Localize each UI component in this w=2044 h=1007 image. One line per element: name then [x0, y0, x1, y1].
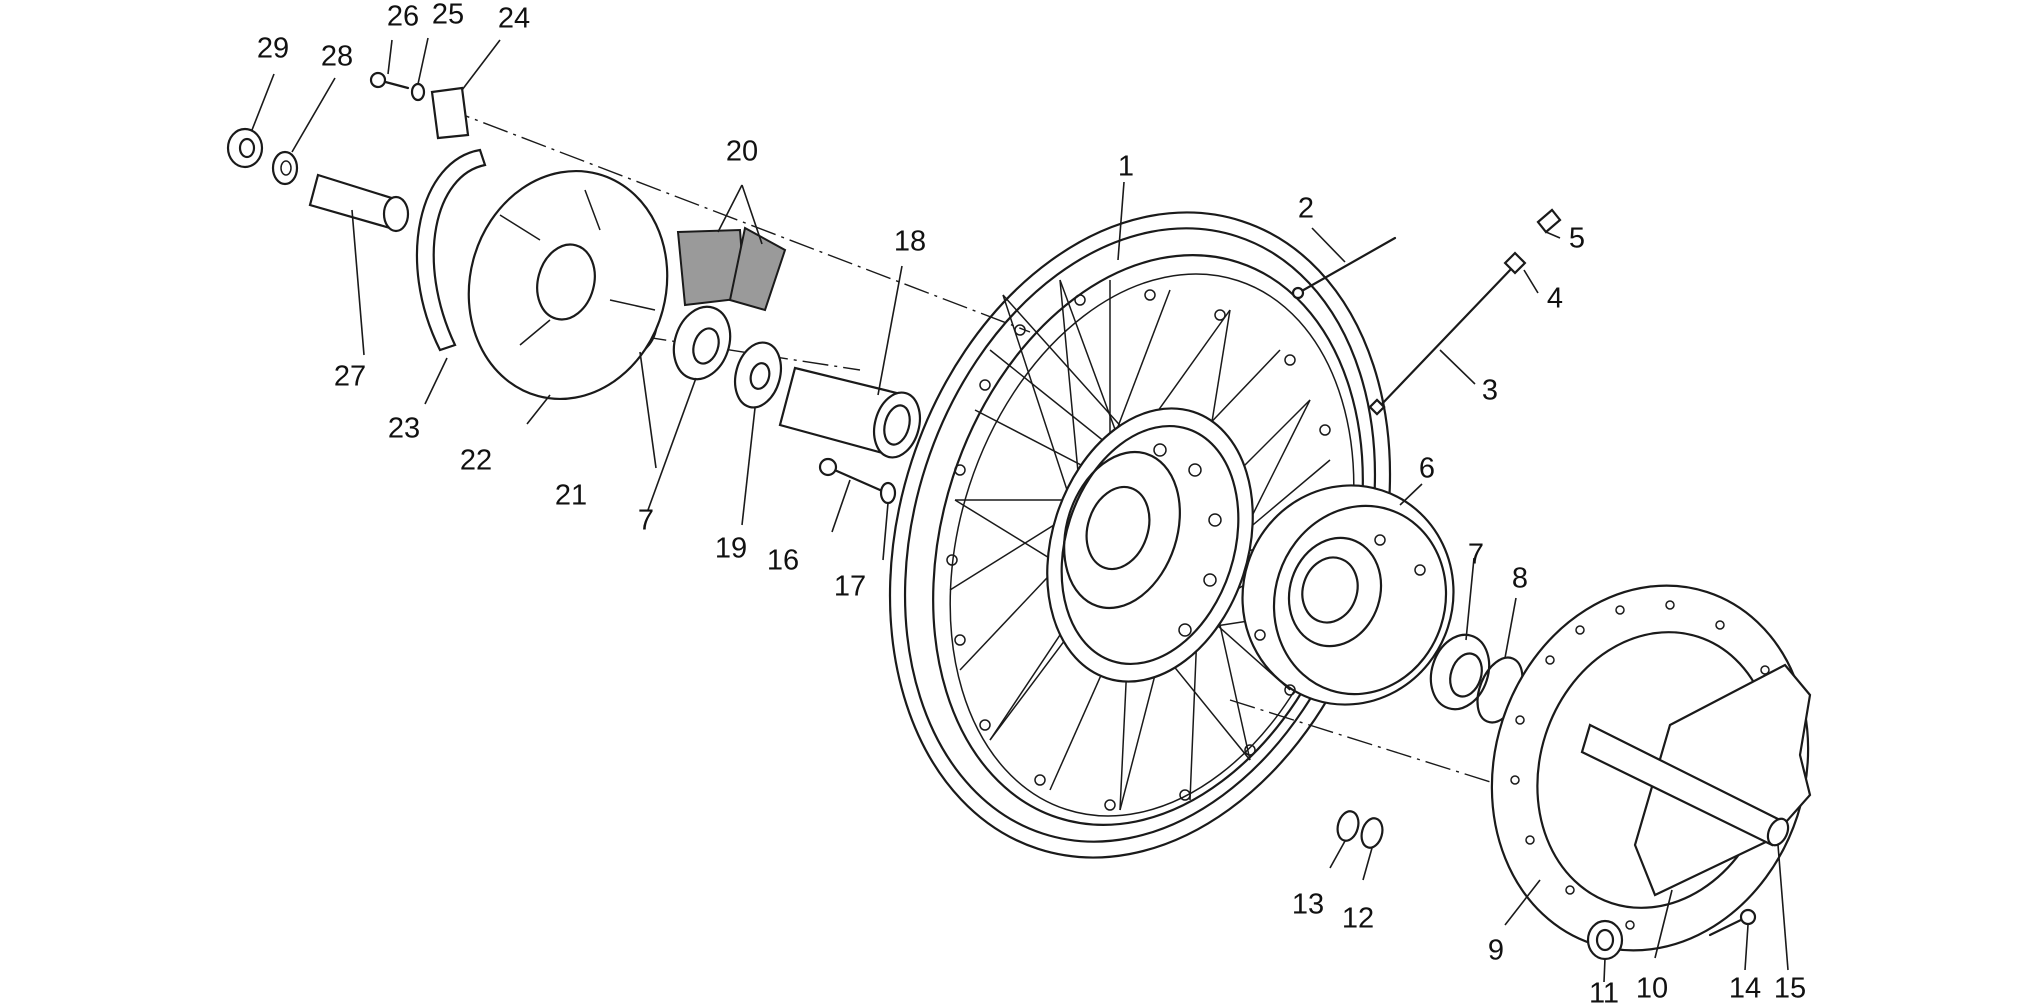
- washer-12-part: [1360, 817, 1384, 849]
- callout-6: 6: [1419, 453, 1435, 485]
- bolt-16-part: [818, 457, 882, 492]
- washer-28-part: [271, 150, 299, 186]
- bolt-14-part: [1708, 908, 1757, 937]
- bearing-right-part: [1429, 633, 1491, 711]
- washer-13-part: [1336, 810, 1360, 842]
- callout-25: 25: [432, 0, 464, 31]
- callout-10: 10: [1636, 973, 1668, 1005]
- callout-23: 23: [388, 413, 420, 445]
- nut-part: [1586, 919, 1624, 961]
- spacer-18-part: [778, 366, 922, 459]
- wheel-spindle-part: [1580, 723, 1790, 847]
- callout-2: 2: [1298, 193, 1314, 225]
- callout-3: 3: [1482, 375, 1498, 407]
- washer-17-part: [879, 481, 897, 505]
- callout-24: 24: [498, 3, 530, 35]
- washer-25-part: [410, 82, 426, 102]
- spoke-with-nipple-part: [1368, 208, 1562, 416]
- brake-plate-part: [467, 169, 669, 401]
- callout-29: 29: [257, 33, 289, 65]
- spoke-nipples: [946, 289, 1346, 811]
- callout-18: 18: [894, 226, 926, 258]
- callout-7-right: 7: [1468, 539, 1484, 571]
- callout-11: 11: [1589, 978, 1619, 1007]
- callout-21: 21: [555, 480, 587, 512]
- disc-carrier-part: [1241, 484, 1455, 706]
- callout-17: 17: [834, 571, 866, 603]
- callout-4: 4: [1547, 283, 1563, 315]
- screw-26-part: [369, 71, 410, 90]
- washer-19-part: [733, 341, 783, 409]
- callout-5: 5: [1569, 223, 1585, 255]
- callout-27: 27: [334, 361, 366, 393]
- callout-26: 26: [387, 1, 419, 33]
- callout-19: 19: [715, 533, 747, 565]
- brake-lining-part: [415, 148, 487, 352]
- callout-12: 12: [1342, 903, 1374, 935]
- wheel-hub: [1046, 407, 1254, 683]
- bearing-left-part: [672, 305, 732, 381]
- callout-28: 28: [321, 41, 353, 73]
- callout-22: 22: [460, 445, 492, 477]
- leader-lines: [251, 37, 1789, 983]
- spoke-part: [1291, 236, 1397, 300]
- callout-13: 13: [1292, 889, 1324, 921]
- callout-labels: 1 2 3 4 5 6 7 8 9 10 11 12 13 14 15 16 1…: [257, 0, 1806, 1007]
- callout-14: 14: [1729, 973, 1761, 1005]
- nut-29-part: [226, 127, 264, 169]
- callout-20: 20: [726, 136, 758, 168]
- callout-8: 8: [1512, 563, 1528, 595]
- callout-15: 15: [1774, 973, 1806, 1005]
- callout-7-left: 7: [638, 505, 654, 537]
- callout-1: 1: [1118, 151, 1134, 183]
- brake-shoes-part: [676, 226, 787, 312]
- lock-tab-part: [430, 86, 470, 140]
- callout-9: 9: [1488, 935, 1504, 967]
- callout-16: 16: [767, 545, 799, 577]
- spacer-tube-part: [308, 173, 410, 233]
